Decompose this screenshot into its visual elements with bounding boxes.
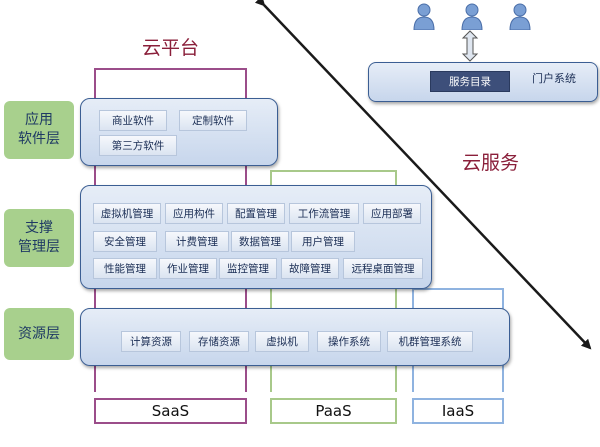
monitoring-management-item: 监控管理 <box>219 258 277 279</box>
user-management-item: 用户管理 <box>291 231 355 252</box>
iaas-label: IaaS <box>412 398 504 424</box>
third-party-software-item: 第三方软件 <box>99 135 177 156</box>
app-layer-panel: 商业软件 定制软件 第三方软件 <box>80 98 278 166</box>
remote-desktop-management-item: 远程桌面管理 <box>343 258 423 279</box>
cloud-platform-title: 云平台 <box>142 37 200 59</box>
resource-layer-label: 资源层 <box>4 308 74 360</box>
data-management-item: 数据管理 <box>231 231 289 252</box>
operating-system-item: 操作系统 <box>317 331 381 352</box>
virtual-machine-item: 虚拟机 <box>255 331 309 352</box>
compute-resource-item: 计算资源 <box>121 331 181 352</box>
config-management-item: 配置管理 <box>227 203 285 224</box>
security-management-item: 安全管理 <box>93 231 157 252</box>
storage-resource-item: 存储资源 <box>189 331 249 352</box>
vm-management-item: 虚拟机管理 <box>93 203 161 224</box>
workflow-management-item: 工作流管理 <box>289 203 359 224</box>
resource-layer-panel: 计算资源 存储资源 虚拟机 操作系统 机群管理系统 <box>80 308 510 366</box>
user-icon <box>461 3 483 30</box>
commercial-software-item: 商业软件 <box>99 110 167 131</box>
support-layer-label: 支撑 管理层 <box>4 209 74 267</box>
app-deployment-item: 应用部署 <box>363 203 421 224</box>
user-icon <box>509 3 531 30</box>
portal-system-label: 门户系统 <box>532 72 576 85</box>
user-icon <box>413 3 435 30</box>
saas-label: SaaS <box>94 398 247 424</box>
paas-label: PaaS <box>270 398 397 424</box>
cluster-management-system-item: 机群管理系统 <box>387 331 473 352</box>
app-component-item: 应用构件 <box>165 203 223 224</box>
portal-double-arrow <box>461 30 479 62</box>
job-management-item: 作业管理 <box>159 258 217 279</box>
custom-software-item: 定制软件 <box>179 110 247 131</box>
app-layer-label: 应用 软件层 <box>4 101 74 159</box>
billing-management-item: 计费管理 <box>165 231 229 252</box>
performance-management-item: 性能管理 <box>93 258 157 279</box>
service-catalog-button[interactable]: 服务目录 <box>430 71 510 92</box>
support-layer-panel: 虚拟机管理 应用构件 配置管理 工作流管理 应用部署 安全管理 计费管理 数据管… <box>80 185 432 289</box>
fault-management-item: 故障管理 <box>281 258 339 279</box>
